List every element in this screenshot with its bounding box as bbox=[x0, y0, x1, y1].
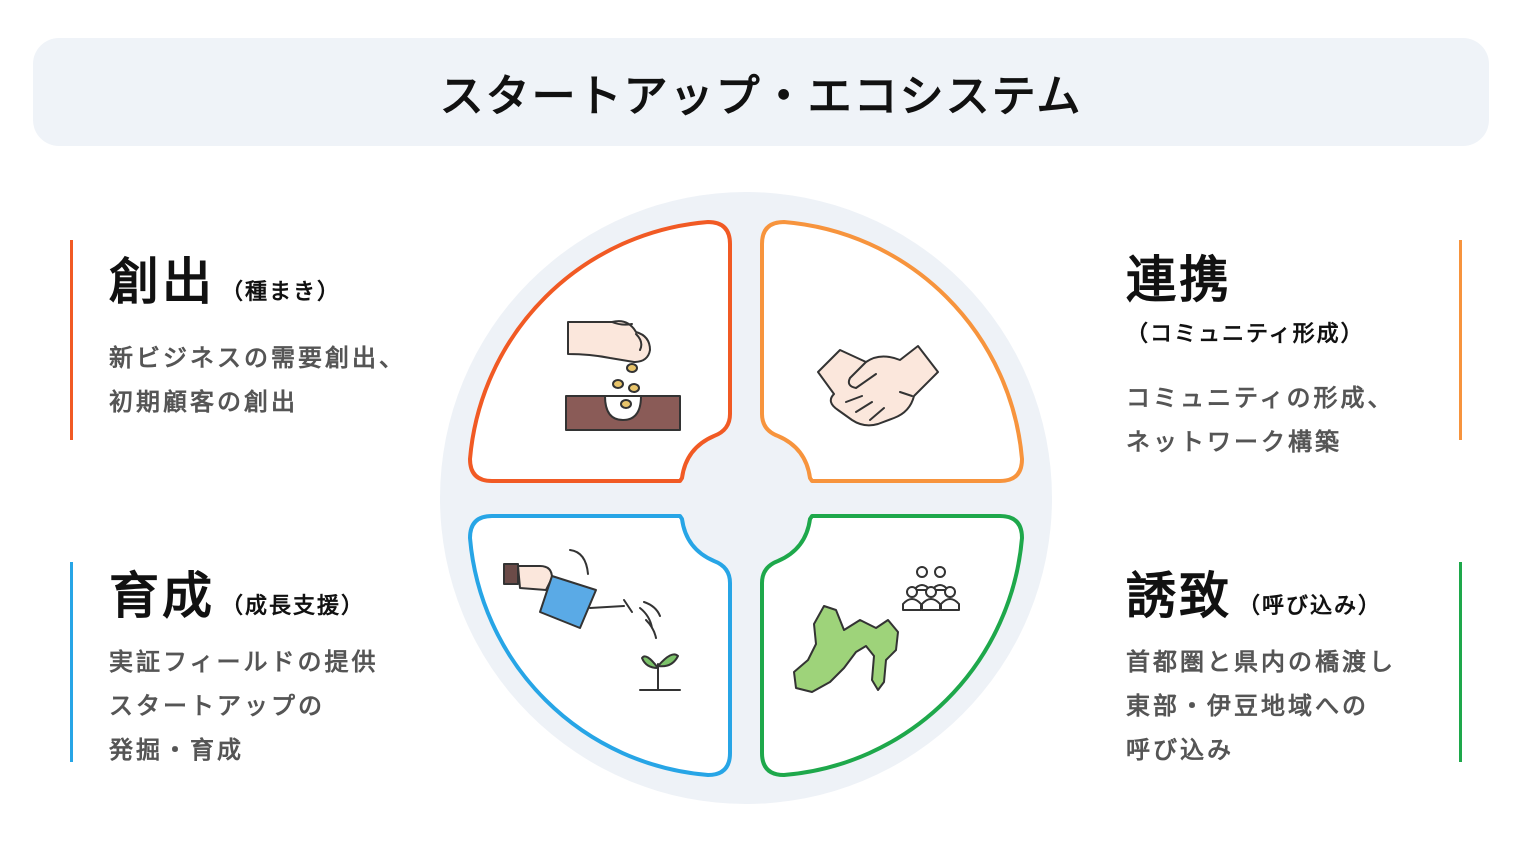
section-create: 創出 （種まき） 新ビジネスの需要創出、 初期顧客の創出 bbox=[70, 240, 406, 440]
attract-subtitle: （呼び込み） bbox=[1238, 594, 1383, 619]
quadrant-collaborate bbox=[760, 220, 1024, 483]
attract-accent-bar bbox=[1459, 562, 1462, 762]
nurture-line: 発掘・育成 bbox=[109, 736, 244, 764]
background-circle bbox=[440, 192, 1052, 804]
title-bar: スタートアップ・エコシステム bbox=[33, 38, 1489, 146]
section-collaborate: 連携 （コミュニティ形成） コミュニティの形成、 ネットワーク構築 bbox=[1126, 240, 1462, 456]
nurture-title: 育成 bbox=[109, 567, 215, 625]
section-nurture: 育成 （成長支援） 実証フィールドの提供 スタートアップの 発掘・育成 bbox=[70, 562, 379, 764]
attract-line: 首都圏と県内の橋渡し bbox=[1126, 648, 1396, 676]
nurture-description: 実証フィールドの提供 スタートアップの 発掘・育成 bbox=[109, 640, 379, 772]
attract-line: 東部・伊豆地域への bbox=[1126, 692, 1369, 720]
attract-description: 首都圏と県内の橋渡し 東部・伊豆地域への 呼び込み bbox=[1126, 640, 1462, 772]
attract-title: 誘致 bbox=[1126, 567, 1232, 625]
create-line: 初期顧客の創出 bbox=[109, 388, 298, 416]
nurture-line: 実証フィールドの提供 bbox=[109, 648, 379, 676]
nurture-line: スタートアップの bbox=[109, 692, 325, 720]
shizuoka-map-people-icon bbox=[793, 566, 960, 693]
quadrant-nurture bbox=[468, 514, 732, 777]
handshake-icon bbox=[817, 345, 939, 427]
page-title: スタートアップ・エコシステム bbox=[439, 71, 1083, 122]
create-title: 創出 bbox=[109, 253, 215, 311]
attract-line: 呼び込み bbox=[1126, 736, 1234, 764]
collaborate-description: コミュニティの形成、 ネットワーク構築 bbox=[1126, 376, 1462, 464]
collaborate-title: 連携 bbox=[1126, 251, 1232, 309]
create-line: 新ビジネスの需要創出、 bbox=[109, 344, 406, 372]
watering-can-icon bbox=[503, 549, 681, 691]
collaborate-line: ネットワーク構築 bbox=[1126, 428, 1342, 456]
create-subtitle: （種まき） bbox=[221, 280, 342, 305]
nurture-subtitle: （成長支援） bbox=[221, 594, 366, 619]
collaborate-subtitle: （コミュニティ形成） bbox=[1126, 322, 1365, 347]
collaborate-accent-bar bbox=[1459, 240, 1462, 440]
sowing-seeds-icon bbox=[565, 320, 681, 431]
section-attract: 誘致 （呼び込み） 首都圏と県内の橋渡し 東部・伊豆地域への 呼び込み bbox=[1126, 562, 1462, 764]
collaborate-line: コミュニティの形成、 bbox=[1126, 384, 1395, 412]
create-description: 新ビジネスの需要創出、 初期顧客の創出 bbox=[109, 336, 406, 424]
